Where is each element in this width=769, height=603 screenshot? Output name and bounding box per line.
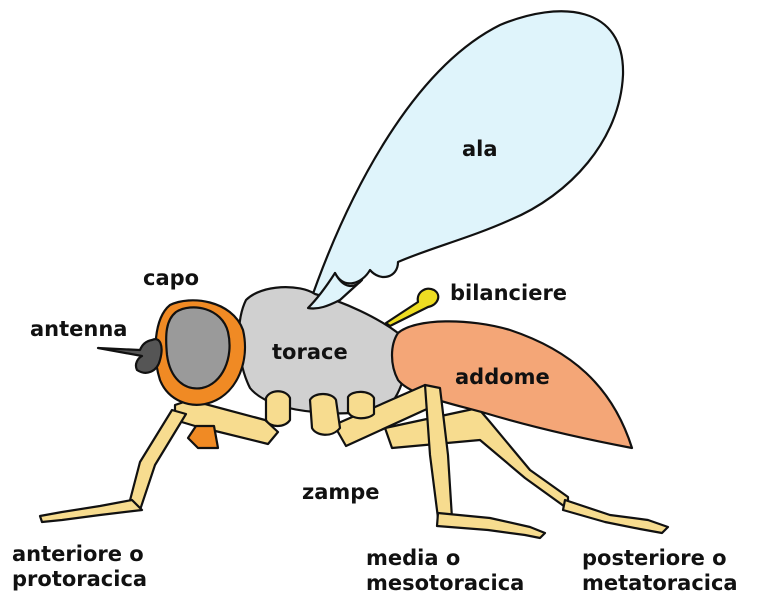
coxa-hind — [346, 390, 376, 420]
wing-label: ala — [462, 137, 498, 161]
hind-leg-tarsus — [561, 498, 670, 535]
haltere-label: bilanciere — [450, 281, 568, 305]
front-leg-label-line2: protoracica — [12, 567, 148, 591]
coxa-front — [264, 390, 292, 428]
wing — [306, 10, 625, 310]
hind-leg-label-line2: metatoracica — [582, 571, 738, 595]
thorax-label: torace — [272, 340, 348, 364]
front-leg-tarsus — [38, 498, 144, 524]
front-leg-label: anteriore o protoracica — [12, 542, 147, 592]
hind-leg-label-line1: posteriore o — [582, 546, 727, 570]
antenna-label: antenna — [30, 317, 128, 341]
antenna — [96, 338, 163, 374]
hind-leg-label: posteriore o metatoracica — [582, 546, 738, 596]
haltere — [384, 287, 440, 328]
front-leg-tibia — [126, 408, 188, 512]
proboscis — [186, 424, 220, 450]
coxa-middle — [308, 392, 342, 436]
abdomen-label: addome — [455, 365, 550, 389]
front-leg-label-line1: anteriore o — [12, 542, 144, 566]
legs-label: zampe — [302, 480, 380, 504]
wing-base — [306, 271, 364, 310]
head-label: capo — [143, 266, 200, 290]
middle-leg-tarsus — [435, 511, 547, 540]
middle-leg-label-line1: media o — [366, 546, 461, 570]
middle-leg-label: media o mesotoracica — [366, 546, 524, 596]
abdomen — [390, 320, 634, 450]
middle-leg-tibia — [423, 383, 454, 520]
eye — [165, 306, 231, 390]
middle-leg-label-line2: mesotoracica — [366, 571, 525, 595]
